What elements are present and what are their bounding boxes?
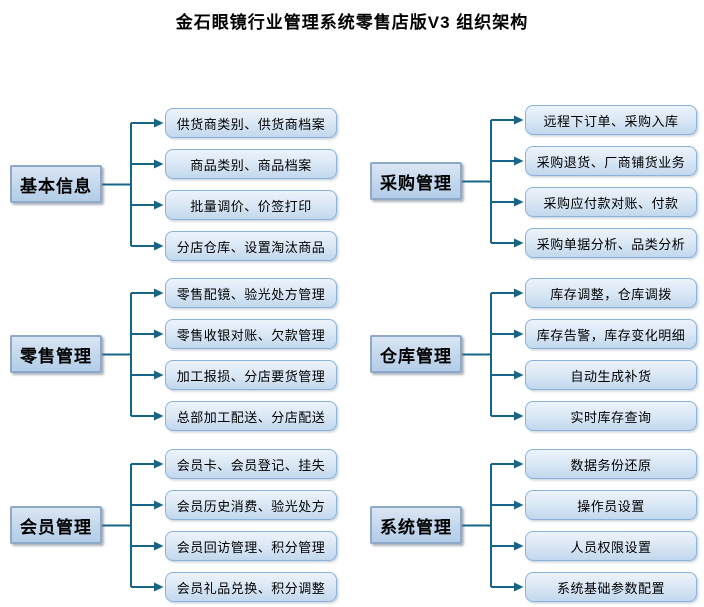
group-system-mgmt: 系统管理 数据务份还原 操作员设置 人员权限设置 系统基础参数配置 (356, 449, 704, 602)
node-system-mgmt-item-4: 系统基础参数配置 (525, 572, 697, 602)
node-warehouse-mgmt-item-3: 自动生成补货 (525, 360, 697, 390)
group-warehouse-mgmt: 仓库管理 库存调整，仓库调拨 库存告警，库存变化明细 自动生成补货 实时库存查询 (356, 278, 704, 431)
node-basic-info-item-3: 批量调价、价签打印 (165, 190, 337, 220)
node-system-mgmt-item-3: 人员权限设置 (525, 531, 697, 561)
arrow-right-icon (154, 288, 164, 298)
node-warehouse-mgmt-item-4: 实时库存查询 (525, 401, 697, 431)
node-member-mgmt-item-2: 会员历史消费、验光处方 (165, 490, 337, 520)
group-member-mgmt: 会员管理 会员卡、会员登记、挂失 会员历史消费、验光处方 会员回访管理、积分管理… (0, 449, 348, 602)
arrow-right-icon (514, 288, 524, 298)
node-retail-mgmt-item-1: 零售配镜、验光处方管理 (165, 278, 337, 308)
arrow-right-icon (154, 241, 164, 251)
arrow-right-icon (154, 411, 164, 421)
group-basic-info: 基本信息 供货商类别、供货商档案 商品类别、商品档案 批量调价、价签打印 分店仓… (0, 108, 348, 261)
arrow-right-icon (154, 118, 164, 128)
arrow-right-icon (154, 329, 164, 339)
arrow-right-icon (514, 156, 524, 166)
node-basic-info: 基本信息 (10, 165, 102, 203)
arrow-right-icon (514, 459, 524, 469)
arrow-right-icon (154, 200, 164, 210)
node-system-mgmt-item-2: 操作员设置 (525, 490, 697, 520)
node-purchase-mgmt-item-4: 采购单据分析、品类分析 (525, 228, 697, 258)
arrow-right-icon (514, 541, 524, 551)
connector-tree (102, 118, 164, 251)
group-purchase-mgmt: 采购管理 远程下订单、采购入库 采购退货、厂商铺货业务 采购应付款对账、付款 采… (356, 105, 704, 258)
node-warehouse-mgmt-item-1: 库存调整，仓库调拨 (525, 278, 697, 308)
connector-tree (102, 288, 164, 421)
arrow-right-icon (154, 500, 164, 510)
node-basic-info-item-4: 分店仓库、设置淘汰商品 (165, 231, 337, 261)
connector-tree (462, 288, 524, 421)
arrow-right-icon (514, 370, 524, 380)
node-warehouse-mgmt-item-2: 库存告警，库存变化明细 (525, 319, 697, 349)
arrow-right-icon (514, 500, 524, 510)
arrow-right-icon (514, 582, 524, 592)
arrow-right-icon (514, 411, 524, 421)
node-system-mgmt-item-1: 数据务份还原 (525, 449, 697, 479)
node-warehouse-mgmt: 仓库管理 (370, 335, 462, 373)
connector-tree (102, 459, 164, 592)
node-member-mgmt-item-3: 会员回访管理、积分管理 (165, 531, 337, 561)
node-purchase-mgmt-item-1: 远程下订单、采购入库 (525, 105, 697, 135)
arrow-right-icon (514, 197, 524, 207)
node-retail-mgmt-item-2: 零售收银对账、欠款管理 (165, 319, 337, 349)
arrow-right-icon (514, 329, 524, 339)
node-system-mgmt: 系统管理 (370, 506, 462, 544)
node-purchase-mgmt: 采购管理 (370, 162, 462, 200)
connector-tree (462, 115, 524, 248)
node-purchase-mgmt-item-2: 采购退货、厂商铺货业务 (525, 146, 697, 176)
node-member-mgmt-item-1: 会员卡、会员登记、挂失 (165, 449, 337, 479)
arrow-right-icon (154, 459, 164, 469)
node-retail-mgmt: 零售管理 (10, 335, 102, 373)
node-member-mgmt-item-4: 会员礼品兑换、积分调整 (165, 572, 337, 602)
node-purchase-mgmt-item-3: 采购应付款对账、付款 (525, 187, 697, 217)
node-basic-info-item-2: 商品类别、商品档案 (165, 149, 337, 179)
arrow-right-icon (154, 370, 164, 380)
node-retail-mgmt-item-3: 加工报损、分店要货管理 (165, 360, 337, 390)
node-retail-mgmt-item-4: 总部加工配送、分店配送 (165, 401, 337, 431)
group-retail-mgmt: 零售管理 零售配镜、验光处方管理 零售收银对账、欠款管理 加工报损、分店要货管理… (0, 278, 348, 431)
arrow-right-icon (154, 541, 164, 551)
arrow-right-icon (154, 159, 164, 169)
page-title: 金石眼镜行业管理系统零售店版V3 组织架构 (175, 13, 529, 32)
node-member-mgmt: 会员管理 (10, 506, 102, 544)
arrow-right-icon (154, 582, 164, 592)
arrow-right-icon (514, 238, 524, 248)
node-basic-info-item-1: 供货商类别、供货商档案 (165, 108, 337, 138)
arrow-right-icon (514, 115, 524, 125)
connector-tree (462, 459, 524, 592)
